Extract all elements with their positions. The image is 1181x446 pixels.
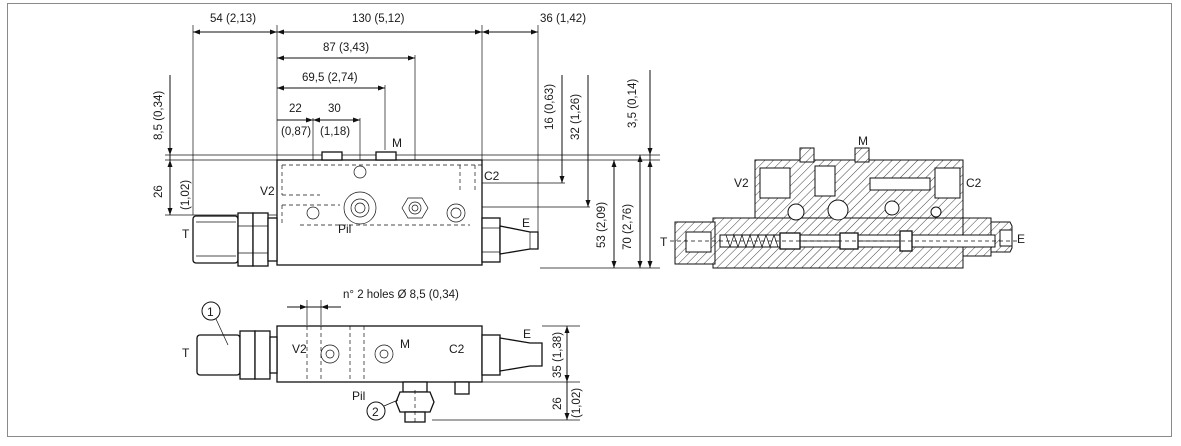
label-t-top: T bbox=[182, 346, 190, 360]
callout-2-label: 2 bbox=[372, 405, 379, 419]
label-e-top: E bbox=[523, 327, 531, 341]
label-t-front: T bbox=[182, 227, 190, 241]
label-e-front: E bbox=[522, 216, 530, 230]
dim-35-top: 35 (1,38) bbox=[552, 332, 564, 378]
dim-130: 130 (5,12) bbox=[352, 13, 405, 25]
label-e-section: E bbox=[1017, 232, 1025, 246]
section-view: M V2 C2 T E bbox=[660, 134, 1025, 269]
dim-22-inch: (0,87) bbox=[281, 126, 311, 138]
label-v2-top: V2 bbox=[292, 342, 307, 356]
front-view: 54 (2,13) 130 (5,12) 36 (1,42) 87 (3,43)… bbox=[153, 13, 660, 269]
dim-30: 30 bbox=[328, 103, 341, 115]
label-c2-section: C2 bbox=[966, 176, 982, 190]
dim-32: 32 (1,26) bbox=[570, 94, 582, 140]
callout-1 bbox=[201, 301, 221, 321]
dim-26-front-inch: (1,02) bbox=[180, 180, 192, 210]
label-c2-front: C2 bbox=[484, 169, 500, 183]
dim-8-5: 8,5 (0,34) bbox=[153, 91, 165, 140]
dim-16: 16 (0,63) bbox=[544, 84, 556, 130]
callout-1-label: 1 bbox=[207, 305, 214, 319]
dim-22: 22 bbox=[289, 103, 302, 115]
dim-54: 54 (2,13) bbox=[210, 13, 256, 25]
label-m-front: M bbox=[392, 136, 402, 150]
dim-36: 36 (1,42) bbox=[540, 13, 586, 25]
label-m-section: M bbox=[858, 134, 868, 148]
dim-26-top: 26 bbox=[552, 397, 564, 410]
dim-26-top-inch: (1,02) bbox=[571, 388, 583, 418]
dim-87: 87 (3,43) bbox=[323, 42, 369, 54]
callout-2 bbox=[366, 401, 386, 421]
label-v2-front: V2 bbox=[260, 184, 275, 198]
label-t-section: T bbox=[660, 235, 668, 249]
dim-30-inch: (1,18) bbox=[320, 126, 350, 138]
holes-note: n° 2 holes Ø 8,5 (0,34) bbox=[343, 289, 459, 301]
label-v2-section: V2 bbox=[734, 176, 749, 190]
label-c2-top: C2 bbox=[449, 342, 465, 356]
dim-3-5: 3,5 (0,14) bbox=[627, 79, 639, 128]
top-view: n° 2 holes Ø 8,5 (0,34) 35 (1,3 bbox=[182, 289, 583, 425]
label-pil-top: Pil bbox=[352, 389, 365, 403]
label-pil-front: Pil bbox=[338, 222, 351, 236]
dim-69-5: 69,5 (2,74) bbox=[302, 72, 358, 84]
label-m-top: M bbox=[400, 337, 410, 351]
dim-70: 70 (2,76) bbox=[622, 204, 634, 250]
dim-26-front: 26 bbox=[153, 185, 165, 198]
dim-53: 53 (2,09) bbox=[596, 202, 608, 248]
